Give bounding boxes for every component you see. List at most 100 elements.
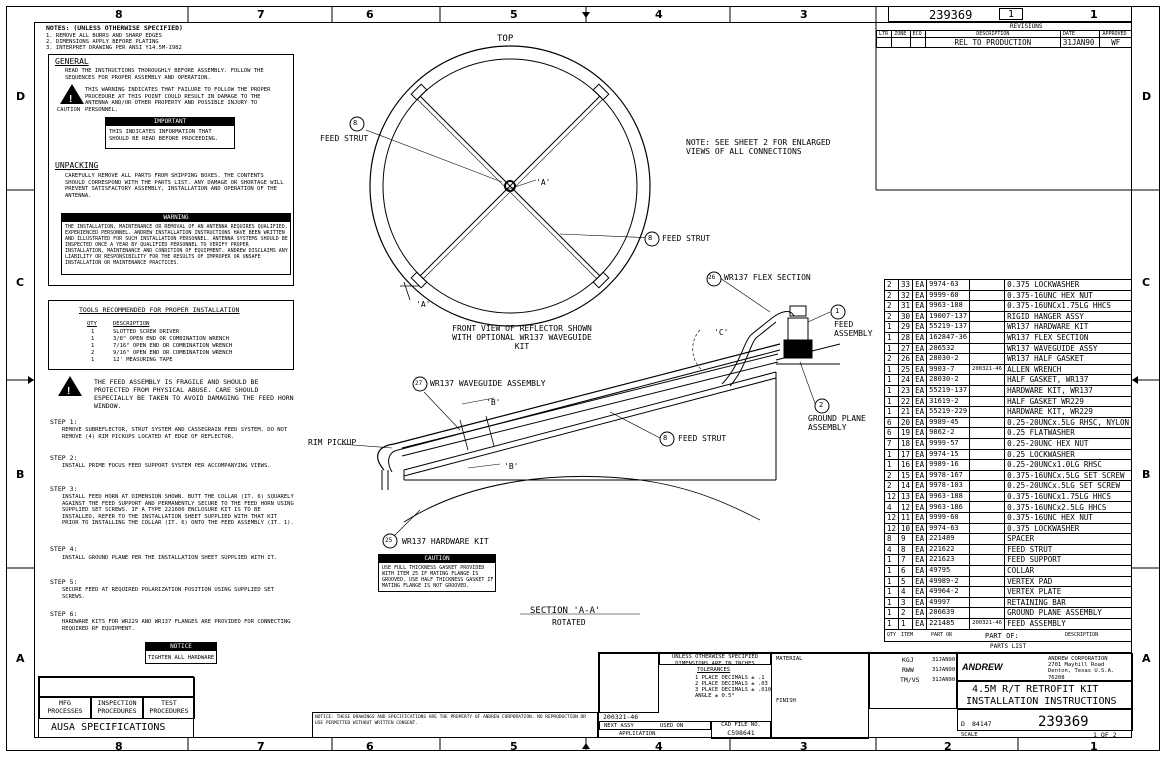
parts-part-of: PART OF: xyxy=(985,632,1019,640)
proprietary-text: NOTICE: THESE DRAWINGS AND SPECIFICATION… xyxy=(315,715,586,726)
part-qty: 8 xyxy=(883,533,900,545)
title-area: 4.5M R/T RETROFIT KIT INSTALLATION INSTR… xyxy=(957,681,1133,709)
part-number: 49795 xyxy=(926,565,971,577)
drawing-frame xyxy=(6,6,1160,751)
waveguide-label: WR137 WAVEGUIDE ASSEMBLY xyxy=(430,379,546,388)
important-label: IMPORTANT xyxy=(106,118,234,126)
important-text: THIS INDICATES INFORMATION THAT SHOULD B… xyxy=(109,129,219,142)
part-item: 4 xyxy=(898,586,914,598)
part-um: EA xyxy=(912,618,928,630)
part-qty: 12 xyxy=(883,522,900,535)
note-2: 2. DIMENSIONS APPLY BEFORE PLATING xyxy=(46,39,159,45)
cad-label: CAD FILE NO. xyxy=(721,722,761,728)
approvals-area: KGJ 31JAN90 RWW 31JAN90 TM/VS 31JAN90 xyxy=(869,653,957,709)
a-label: 'A' xyxy=(536,178,551,187)
part-description: 0.25 FLATWASHER xyxy=(1004,427,1132,439)
parts-col-desc: DESCRIPTION xyxy=(1065,632,1099,638)
part-um: EA xyxy=(912,533,928,545)
part-item: 21 xyxy=(898,406,914,418)
part-number: 221485 xyxy=(926,618,971,630)
zone-d-right: D xyxy=(1142,90,1152,103)
step-text: INSTALL FEED HORN AT DIMENSION SHOWN. BU… xyxy=(62,494,294,526)
part-um: EA xyxy=(912,480,928,492)
top-dwg-number: 239369 xyxy=(929,8,973,22)
part-qty: 1 xyxy=(883,565,900,577)
parts-col-item: ITEM xyxy=(901,632,914,638)
gasket-caution-box: CAUTION USE FULL THICKNESS GASKET PROVID… xyxy=(378,554,496,592)
part-ref xyxy=(969,353,1006,365)
tol-4: ANGLE ± 0.5° xyxy=(695,693,735,699)
general-title: GENERAL xyxy=(55,57,89,66)
part-ref xyxy=(969,490,1006,503)
part-um: EA xyxy=(912,469,928,482)
part-description: 0.375 LOCKWASHER xyxy=(1004,279,1132,291)
inspection-label: INSPECTION PROCEDURES xyxy=(97,699,137,715)
part-qty: 1 xyxy=(883,596,900,609)
part-description: RETAINING BAR xyxy=(1004,596,1132,609)
step-label: STEP 5: xyxy=(50,578,78,586)
tool-qty: 2 xyxy=(91,350,95,356)
part-um: EA xyxy=(912,353,928,365)
step-text: REMOVE SUBREFLECTOR, STRUT SYSTEM AND CA… xyxy=(62,427,288,440)
part-item: 30 xyxy=(898,310,914,323)
callout-27: 27 xyxy=(415,380,423,387)
part-qty: 2 xyxy=(883,300,900,312)
part-um: EA xyxy=(912,331,928,344)
part-qty: 2 xyxy=(883,353,900,365)
top-rev: 1 xyxy=(1007,9,1015,20)
part-description: 0.25-20UNCx.5LG SET SCREW xyxy=(1004,480,1132,492)
ground-plane-label: GROUND PLANE ASSEMBLY xyxy=(808,414,866,432)
part-item: 5 xyxy=(898,575,914,588)
part-ref xyxy=(969,565,1006,577)
tools-box: TOOLS RECOMMENDED FOR PROPER INSTALLATIO… xyxy=(48,300,294,370)
zone-5: 5 xyxy=(510,8,518,21)
part-ref xyxy=(969,459,1006,471)
zone-5-bottom: 5 xyxy=(510,740,518,753)
part-number: 55219-137 xyxy=(926,384,971,397)
part-item: 13 xyxy=(898,490,914,503)
part-item: 17 xyxy=(898,448,914,461)
title-block: 200321-46 NEXT ASSY USED ON APPLICATION … xyxy=(598,652,1133,739)
part-item: 31 xyxy=(898,300,914,312)
part-description: 0.25-20UNCx1.0LG RHSC xyxy=(1004,459,1132,471)
part-item: 23 xyxy=(898,384,914,397)
top-rev-box: 1 xyxy=(999,8,1023,20)
step-label: STEP 2: xyxy=(50,454,78,462)
part-um: EA xyxy=(912,490,928,503)
parts-col-qty: QTY xyxy=(887,632,897,638)
part-number: 9974-63 xyxy=(926,522,971,535)
part-item: 11 xyxy=(898,512,914,524)
step-text: INSTALL GROUND PLANE PER THE INSTALLATIO… xyxy=(62,555,278,561)
zone-8-bottom: 8 xyxy=(115,740,123,753)
part-ref xyxy=(969,342,1006,355)
zone-1: 1 xyxy=(1090,8,1098,21)
part-number: 31619-2 xyxy=(926,395,971,408)
step-label: STEP 4: xyxy=(50,545,78,553)
part-number: 9978-103 xyxy=(926,480,971,492)
part-ref xyxy=(969,416,1006,429)
part-um: EA xyxy=(912,427,928,439)
part-item: 15 xyxy=(898,469,914,482)
part-qty: 1 xyxy=(883,586,900,598)
approved-date: 31JAN90 xyxy=(932,677,956,683)
notice-label: NOTICE xyxy=(146,643,216,651)
rev-header: LTR xyxy=(875,30,893,38)
part-description: 0.375-16UNC HEX NUT xyxy=(1004,289,1132,302)
next-assy-label: NEXT ASSY xyxy=(604,723,634,729)
hardware-kit-label: WR137 HARDWARE KIT xyxy=(402,537,489,546)
drawing-number-strip: 239369 1 xyxy=(888,6,1132,22)
part-description: WR137 WAVEGUIDE ASSY xyxy=(1004,342,1132,355)
rev-header: ECO xyxy=(909,30,926,38)
part-um: EA xyxy=(912,342,928,355)
part-um: EA xyxy=(912,406,928,418)
drawing-number: 239369 xyxy=(1038,714,1089,730)
